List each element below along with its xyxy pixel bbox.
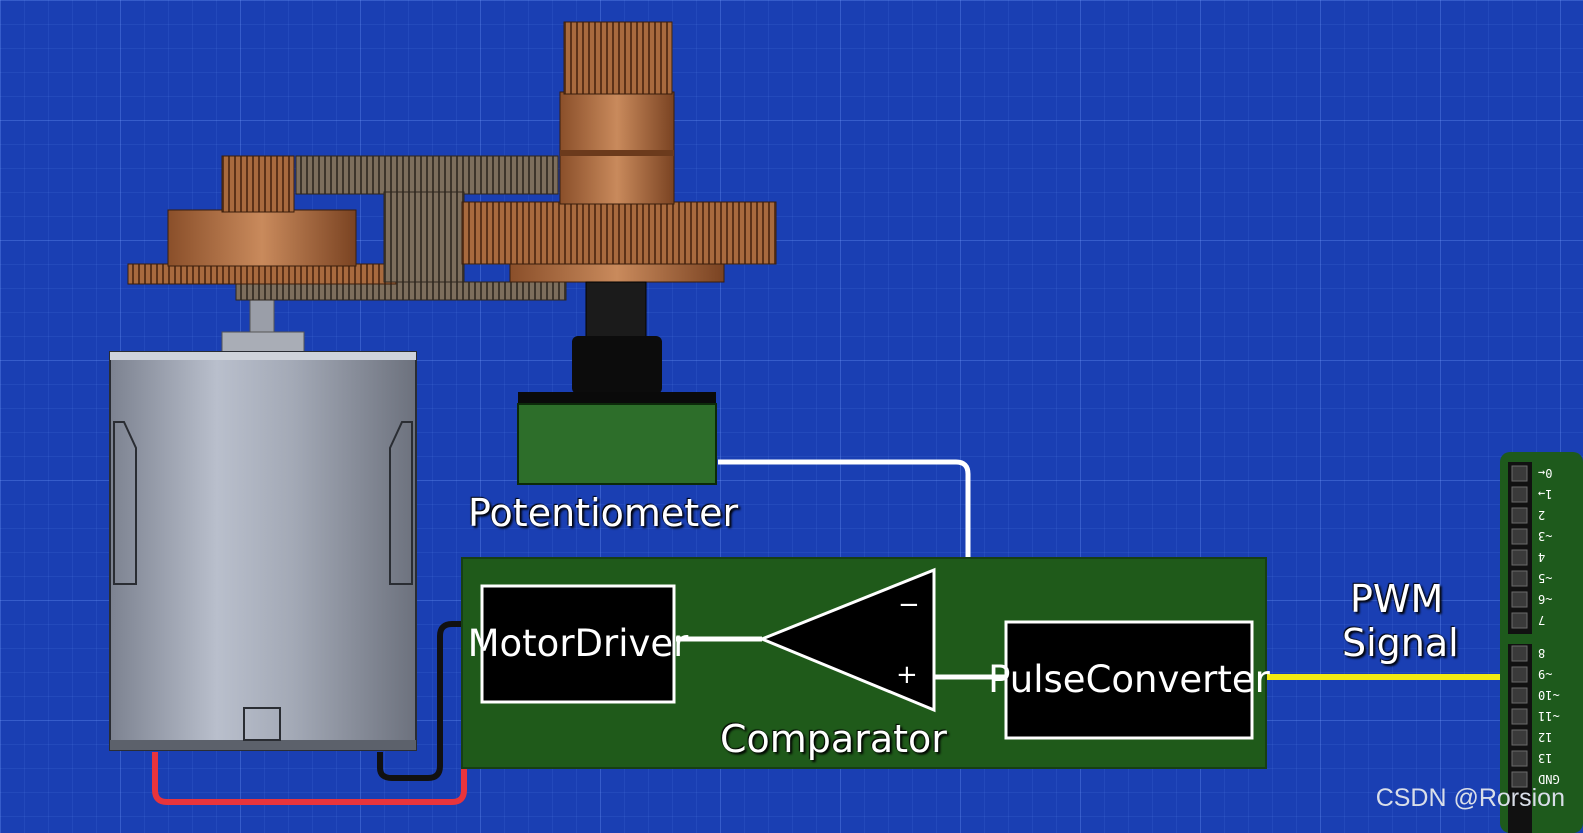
arduino-pin-label: ~3	[1538, 529, 1553, 543]
header-pin	[1511, 612, 1528, 629]
potentiometer-top-strip	[518, 392, 716, 406]
middle-pinion-gear	[383, 191, 465, 283]
output-spline	[563, 21, 673, 95]
header-pins	[1511, 465, 1528, 788]
arduino-pin-label: ~9	[1538, 667, 1553, 681]
comparator-symbol	[758, 567, 936, 713]
arduino-pin-label: 2	[1538, 508, 1546, 522]
arduino-header	[1500, 452, 1583, 833]
potentiometer-shaft	[585, 281, 647, 345]
black-motor-wire	[377, 621, 484, 781]
output-base-hub	[509, 261, 725, 283]
motor-terminal	[243, 707, 281, 741]
header-pin	[1511, 708, 1528, 725]
large-bottom-gear	[127, 263, 397, 285]
header-pin	[1511, 666, 1528, 683]
pulse-converter-box	[1004, 620, 1254, 740]
motor-driver-box	[480, 584, 676, 704]
header-pin	[1511, 645, 1528, 662]
arduino-pin-label: ~11	[1538, 709, 1560, 723]
header-pin	[1511, 486, 1528, 503]
header-pin	[1511, 549, 1528, 566]
arduino-pin-label: 12	[1538, 730, 1553, 744]
left-gear-hub	[167, 209, 357, 267]
arduino-pin-label: ~10	[1538, 688, 1560, 702]
potentiometer-body	[517, 403, 717, 485]
motor-right-clip	[389, 421, 413, 585]
arduino-pin-label: 7	[1538, 613, 1546, 627]
upper-long-gear	[295, 155, 559, 195]
arduino-pin-label: 8	[1538, 646, 1546, 660]
header-pin	[1511, 465, 1528, 482]
output-shaft-collar	[560, 150, 674, 156]
comparator-minus-sign: −	[898, 590, 920, 620]
header-pin	[1511, 570, 1528, 587]
potentiometer	[517, 281, 717, 485]
gear-train	[127, 21, 777, 301]
left-small-gear	[221, 155, 295, 213]
motor-top-rim	[110, 352, 416, 360]
large-output-gear	[461, 201, 777, 265]
comparator-label: Comparator	[720, 717, 947, 761]
potentiometer-label: Potentiometer	[468, 491, 739, 535]
header-pin	[1511, 528, 1528, 545]
rear-gear-teeth	[235, 281, 567, 301]
arduino-pin-label: ~6	[1538, 592, 1553, 606]
motor-left-clip	[113, 421, 137, 585]
pulse-converter-label: Pulse Converter	[988, 622, 1270, 738]
arduino-pin-label: 1→	[1538, 487, 1553, 501]
dc-motor	[109, 289, 417, 751]
motor-bottom-rim	[110, 740, 416, 750]
header-pin	[1511, 507, 1528, 524]
motor-collar	[221, 331, 305, 353]
pwm-label-line1: PWM	[1350, 577, 1444, 621]
motor-driver-text-line2: Driver	[574, 621, 689, 665]
motor-driver-text-line1: Motor	[467, 621, 575, 665]
potentiometer-nut	[572, 336, 662, 394]
header-pin	[1511, 687, 1528, 704]
pwm-label-line2: Signal	[1342, 621, 1459, 665]
comparator-plus-sign: +	[896, 660, 918, 690]
pulse-converter-text-line1: Pulse	[988, 657, 1086, 701]
header-pin	[1511, 591, 1528, 608]
arduino-pin-label: 13	[1538, 751, 1553, 765]
watermark: CSDN @Rorsion	[1375, 784, 1565, 812]
motor-body	[109, 351, 417, 751]
header-pin	[1511, 750, 1528, 767]
arduino-pin-label: 4	[1538, 550, 1546, 564]
pulse-converter-text-line2: Converter	[1085, 657, 1270, 701]
header-pin	[1511, 729, 1528, 746]
motor-driver-label: Motor Driver	[468, 586, 689, 702]
arduino-pin-label: ~5	[1538, 571, 1553, 585]
output-shaft-body	[559, 91, 675, 205]
arduino-pin-label: 0←	[1538, 466, 1553, 480]
header-pin	[1511, 771, 1528, 788]
